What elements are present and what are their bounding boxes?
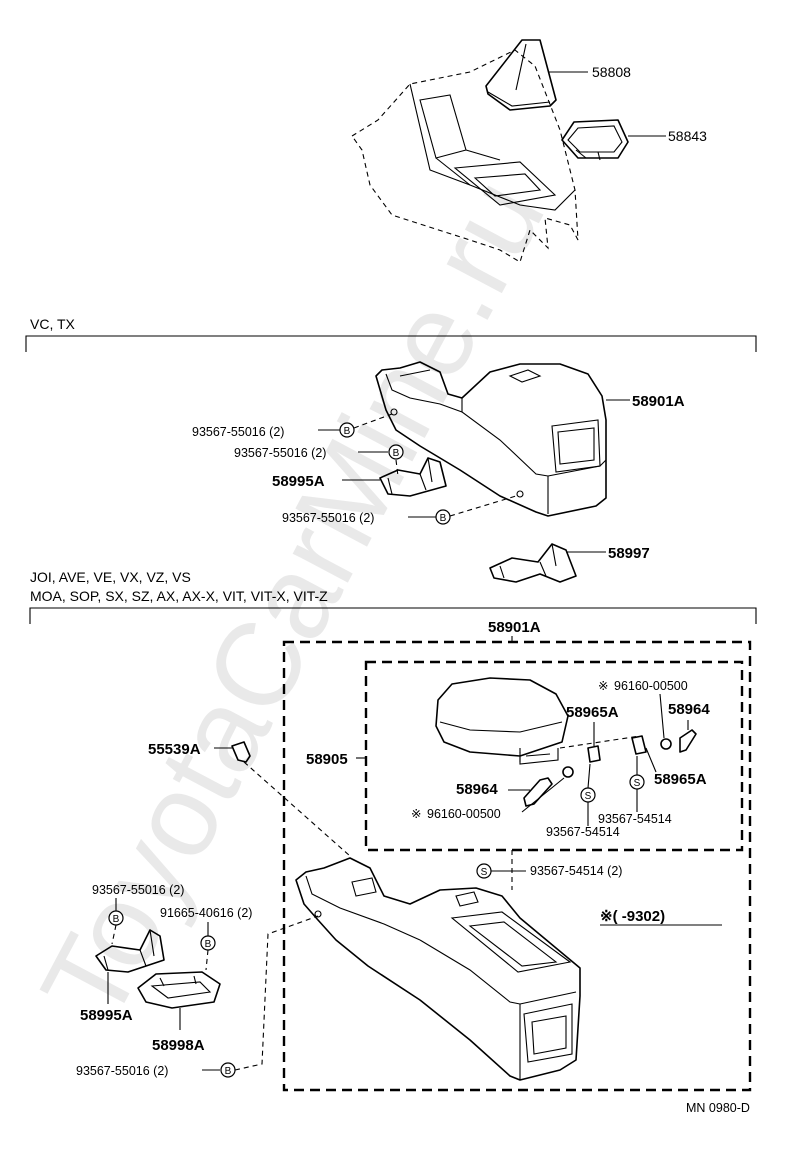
- armrest-lid: [435, 677, 569, 765]
- diagram-code: MN 0980-D: [686, 1101, 750, 1115]
- bolt-b-symbol-5: B: [205, 939, 212, 950]
- bolt-b-symbol-2: B: [393, 448, 400, 459]
- spring-58964-a: [679, 729, 697, 753]
- note-mark-1: ※: [598, 679, 608, 693]
- label-fastener-7: 93567-54514: [546, 825, 620, 839]
- label-58964-a: 58964: [668, 701, 710, 718]
- label-fastener-4: 96160-00500: [614, 679, 688, 693]
- section-header-line1: JOI, AVE, VE, VX, VZ, VS: [30, 569, 191, 585]
- bracket-58995A-bottom: [95, 929, 165, 973]
- label-58997: 58997: [608, 545, 650, 562]
- bolt-b-symbol-3: B: [440, 513, 447, 524]
- label-58964-b: 58964: [456, 781, 498, 798]
- bolt-b-symbol-4: B: [113, 914, 120, 925]
- shift-boot-retainer: [561, 119, 629, 161]
- bracket-58998A: [137, 971, 221, 1009]
- console-box-vc-tx: [375, 361, 607, 517]
- note-date-range: ※( -9302): [600, 908, 665, 925]
- label-fastener-3: 93567-55016 (2): [282, 511, 374, 525]
- hinge-clip-58965A-a: [587, 745, 601, 763]
- bolt-b-symbol-6: B: [225, 1066, 232, 1077]
- clip-55539A: [231, 741, 251, 763]
- label-fastener-6: 93567-54514: [598, 812, 672, 826]
- label-58995A-bottom: 58995A: [80, 1007, 133, 1024]
- section-header-line2: MOA, SOP, SX, SZ, AX, AX-X, VIT, VIT-X, …: [30, 588, 328, 604]
- label-58808: 58808: [592, 64, 631, 80]
- label-58901A-box: 58901A: [488, 619, 541, 636]
- shift-lever-boot: [485, 39, 557, 111]
- hinge-clip-58965A-b: [631, 735, 647, 755]
- label-55539A: 55539A: [148, 741, 201, 758]
- label-fastener-11: 93567-55016 (2): [76, 1064, 168, 1078]
- spring-58964-b: [523, 777, 553, 807]
- note-mark-2: ※: [411, 807, 421, 821]
- label-fastener-8: 93567-54514 (2): [530, 864, 622, 878]
- label-fastener-10: 91665-40616 (2): [160, 906, 252, 920]
- label-58965A-b: 58965A: [654, 771, 707, 788]
- label-58995A-top: 58995A: [272, 473, 325, 490]
- bolt-b-symbol-1: B: [344, 426, 351, 437]
- bracket-58995A-top: [379, 457, 447, 497]
- screw-s-symbol-1: S: [634, 778, 641, 789]
- screw-s-symbol-3: S: [481, 867, 488, 878]
- label-58901A-top: 58901A: [632, 393, 685, 410]
- bracket-58997: [489, 543, 577, 583]
- label-fastener-9: 93567-55016 (2): [92, 883, 184, 897]
- section-header-vc-tx: VC, TX: [30, 316, 76, 332]
- label-fastener-1: 93567-55016 (2): [192, 425, 284, 439]
- screw-s-symbol-2: S: [585, 791, 592, 802]
- label-58905: 58905: [306, 751, 348, 768]
- label-58998A: 58998A: [152, 1037, 205, 1054]
- label-58843: 58843: [668, 128, 707, 144]
- console-box-main: [295, 857, 581, 1081]
- floor-tunnel-illustration: [351, 49, 579, 263]
- label-fastener-2: 93567-55016 (2): [234, 446, 326, 460]
- label-fastener-5: 96160-00500: [427, 807, 501, 821]
- label-58965A-a: 58965A: [566, 704, 619, 721]
